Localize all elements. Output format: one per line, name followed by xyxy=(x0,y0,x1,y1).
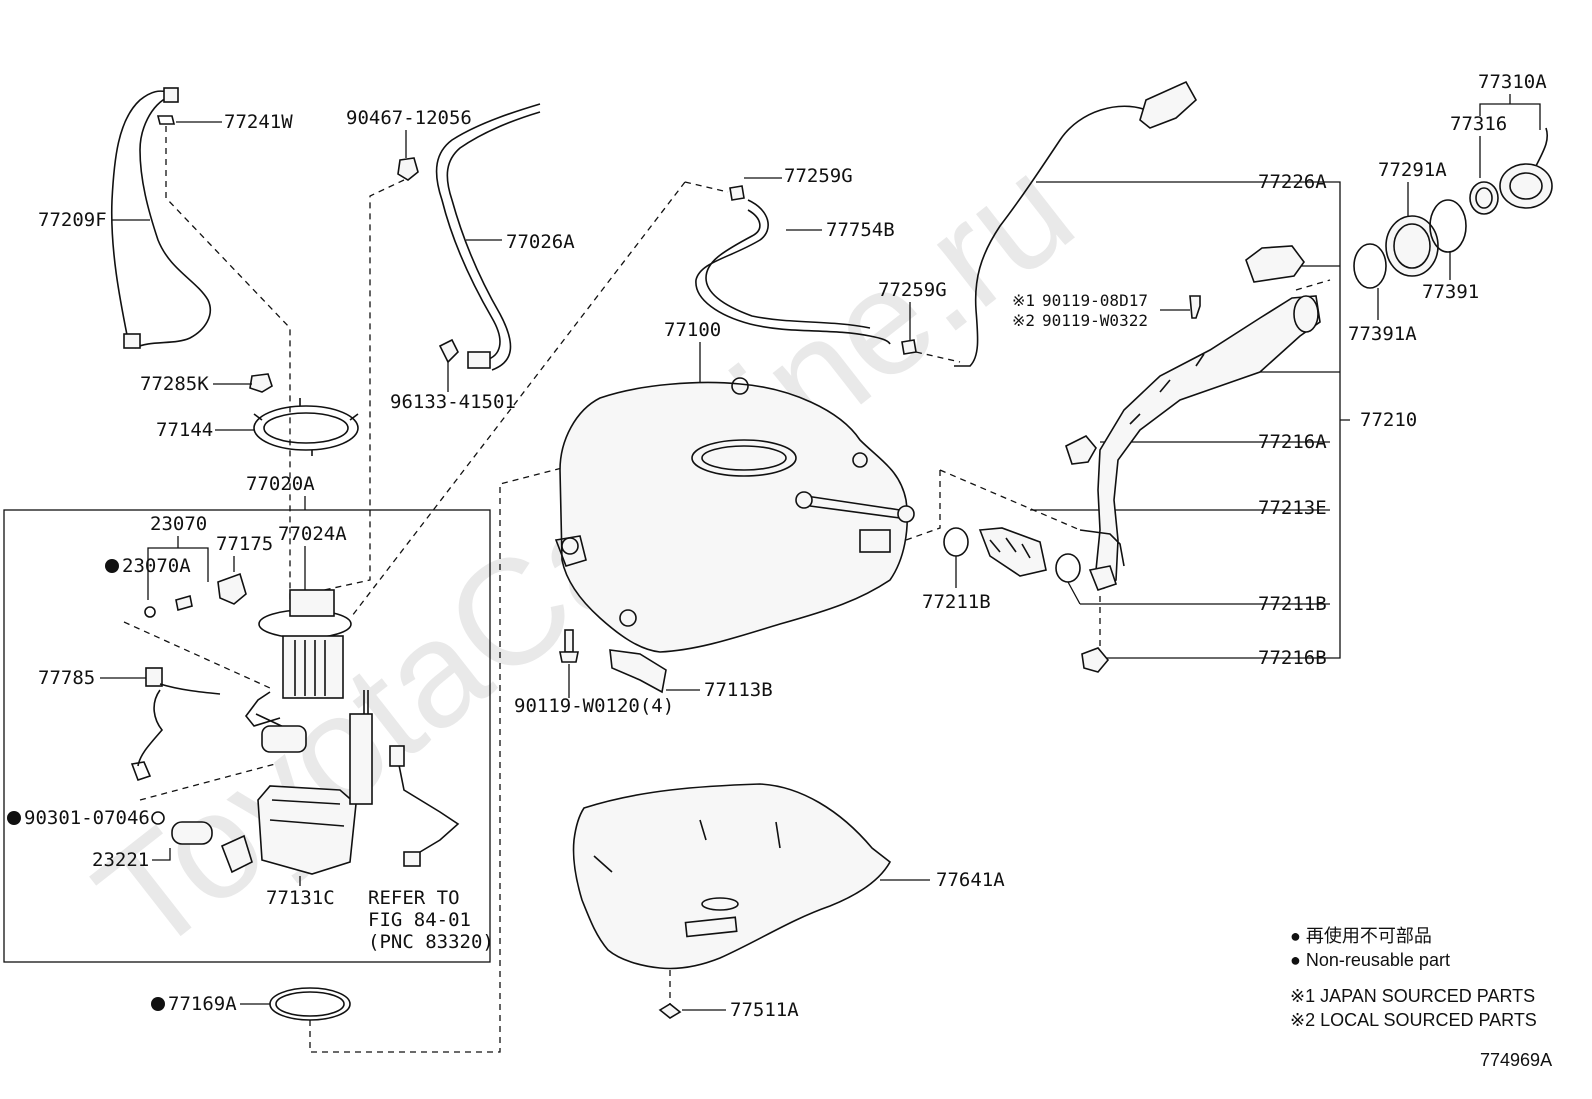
ring-77144 xyxy=(253,398,359,456)
label-77131C: 77131C xyxy=(266,887,335,909)
shield-upper xyxy=(1245,245,1305,283)
label-77316: 77316 xyxy=(1450,113,1507,135)
label-23221: 23221 xyxy=(92,849,149,871)
oring-90301-07046 xyxy=(151,811,165,825)
screw-90119 xyxy=(1189,295,1201,319)
label-77391A: 77391A xyxy=(1348,323,1417,345)
label-77511A: 77511A xyxy=(730,999,799,1021)
tube-77026A xyxy=(435,103,541,371)
clamp-77216B xyxy=(1081,647,1110,673)
pipe-connector xyxy=(1088,565,1118,591)
non-reusable-dot-23070A xyxy=(105,559,119,573)
label-77210: 77210 xyxy=(1360,409,1417,431)
legend-non-reusable-jp: ● 再使用不可部品 xyxy=(1290,926,1432,946)
legend-japan-sourced: ※1 JAPAN SOURCED PARTS xyxy=(1290,986,1535,1006)
label-77226A: 77226A xyxy=(1258,171,1327,193)
protector-77113B xyxy=(609,649,667,694)
label-77020A: 77020A xyxy=(246,473,315,495)
label-90301-07046: 90301-07046 xyxy=(24,807,150,829)
tube-77209F xyxy=(110,87,212,349)
label-77285K: 77285K xyxy=(140,373,209,395)
label-96133-41501: 96133-41501 xyxy=(390,391,516,413)
tether-77316 xyxy=(1469,181,1499,215)
label-77175: 77175 xyxy=(216,533,273,555)
breather-tube-77226A xyxy=(954,80,1198,367)
label-77391: 77391 xyxy=(1422,281,1479,303)
clip-77259G-top xyxy=(729,185,745,201)
refer-line-2: FIG 84-01 xyxy=(368,909,471,931)
non-reusable-dot-77169A xyxy=(151,997,165,1011)
label-77785: 77785 xyxy=(38,667,95,689)
label-77169A: 77169A xyxy=(168,993,237,1015)
clamp-77211B-left xyxy=(943,527,969,557)
label-90119-08D17: 90119-08D17 xyxy=(1042,291,1148,310)
label-77259G-top: 77259G xyxy=(784,165,853,187)
oring-23070A xyxy=(144,606,156,618)
clamp-90467-12056 xyxy=(397,157,419,181)
cup-77131C xyxy=(257,785,357,875)
label-77641A: 77641A xyxy=(936,869,1005,891)
clip-96133-41501 xyxy=(438,338,459,364)
label-77113B: 77113B xyxy=(704,679,773,701)
label-77216A: 77216A xyxy=(1258,431,1327,453)
fuel-filter-23221 xyxy=(171,821,253,874)
label-77216B: 77216B xyxy=(1258,647,1327,669)
valve-23070 xyxy=(175,594,193,612)
refer-line-1: REFER TO xyxy=(368,887,460,909)
label-77100: 77100 xyxy=(664,319,721,341)
filler-pipe-77210 xyxy=(1095,295,1321,590)
fuel-tank-77100 xyxy=(554,377,915,653)
label-77209F: 77209F xyxy=(38,209,107,231)
label-77241W: 77241W xyxy=(224,111,293,133)
marker-2: ※2 xyxy=(1012,311,1035,330)
hose-inlet xyxy=(978,527,1047,577)
bolt-90119-W0120 xyxy=(559,629,579,663)
legend-non-reusable-en: ● Non-reusable part xyxy=(1290,950,1450,970)
label-77310A: 77310A xyxy=(1478,71,1547,93)
gasket-77391 xyxy=(1429,199,1467,253)
gasket-77391A xyxy=(1353,243,1387,289)
ring-77291A xyxy=(1385,215,1439,277)
fuel-cap-77310A xyxy=(1499,127,1553,209)
clip-77241W xyxy=(156,115,176,125)
marker-1: ※1 xyxy=(1012,291,1035,310)
label-90119-W0120: 90119-W0120(4) xyxy=(514,695,674,717)
sender-gauge xyxy=(349,690,460,867)
harness-77785 xyxy=(130,667,221,782)
non-reusable-dot-90301-07046 xyxy=(7,811,21,825)
clip-77285K xyxy=(249,373,273,393)
label-90119-W0322: 90119-W0322 xyxy=(1042,311,1148,330)
clip-77175 xyxy=(217,572,247,605)
label-77211B-left: 77211B xyxy=(922,591,991,613)
clamp-77216A xyxy=(1065,435,1097,465)
figure-id: 774969A xyxy=(1480,1050,1552,1070)
label-77144: 77144 xyxy=(156,419,213,441)
label-77024A: 77024A xyxy=(278,523,347,545)
label-90467-12056: 90467-12056 xyxy=(346,107,472,129)
clip-77511A xyxy=(658,1003,682,1019)
label-23070A: 23070A xyxy=(122,555,191,577)
label-77291A: 77291A xyxy=(1378,159,1447,181)
label-77259G-mid: 77259G xyxy=(878,279,947,301)
tube-77213E xyxy=(1079,529,1125,567)
fuel-pump-77024A xyxy=(244,589,352,753)
refer-line-3: (PNC 83320) xyxy=(368,931,494,953)
label-77026A: 77026A xyxy=(506,231,575,253)
protector-77641A xyxy=(572,783,892,970)
clip-77259G-mid xyxy=(901,339,917,355)
label-77754B: 77754B xyxy=(826,219,895,241)
label-23070: 23070 xyxy=(150,513,207,535)
bracket-77210 xyxy=(1330,181,1350,659)
pump-assembly-box xyxy=(3,509,491,963)
hose-77754B xyxy=(695,199,891,345)
clamp-77211B-right xyxy=(1055,553,1081,583)
legend-local-sourced: ※2 LOCAL SOURCED PARTS xyxy=(1290,1010,1537,1030)
label-77213E: 77213E xyxy=(1258,497,1327,519)
label-77211B-right: 77211B xyxy=(1258,593,1327,615)
